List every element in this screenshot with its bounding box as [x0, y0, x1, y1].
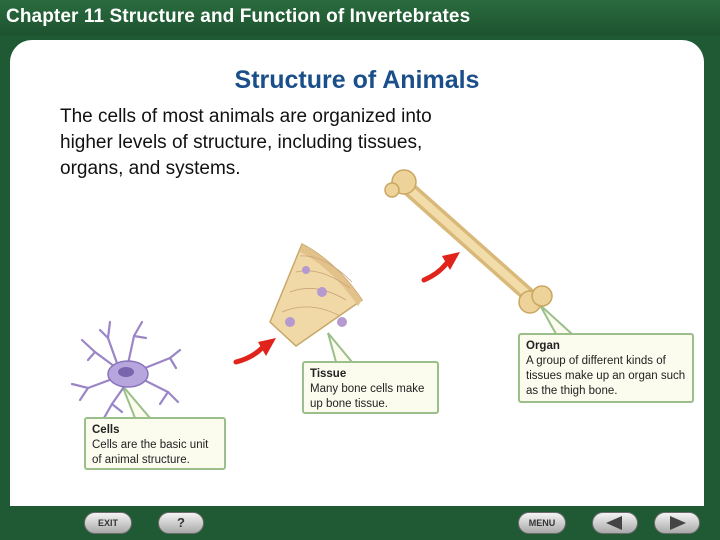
help-button[interactable]: ?	[158, 512, 204, 534]
menu-button-label: MENU	[528, 518, 556, 528]
slide-body-text: The cells of most animals are organized …	[60, 106, 432, 179]
tissue-callout: Tissue Many bone cells make up bone tiss…	[302, 361, 439, 414]
cells-callout: Cells Cells are the basic unit of animal…	[84, 417, 226, 470]
organ-callout: Organ A group of different kinds of tiss…	[518, 333, 694, 403]
cells-callout-title: Cells	[92, 424, 120, 436]
tissue-callout-title: Tissue	[310, 368, 347, 380]
chapter-title: Chapter 11 Structure and Function of Inv…	[6, 6, 471, 27]
right-arrow-icon	[670, 516, 686, 530]
organ-callout-text: A group of different kinds of tissues ma…	[526, 355, 686, 397]
cells-callout-text: Cells are the basic unit of animal struc…	[92, 439, 209, 466]
help-button-label: ?	[177, 515, 185, 530]
organ-callout-title: Organ	[526, 340, 560, 352]
slide-heading: Structure of Animals	[234, 66, 480, 94]
exit-button-label: EXIT	[97, 518, 118, 528]
left-arrow-icon	[606, 516, 622, 530]
next-button[interactable]	[654, 512, 700, 534]
tissue-callout-text: Many bone cells make up bone tissue.	[310, 383, 425, 410]
previous-button[interactable]	[592, 512, 638, 534]
header-bar: Chapter 11 Structure and Function of Inv…	[0, 0, 720, 36]
exit-button[interactable]: EXIT	[84, 512, 132, 534]
menu-button[interactable]: MENU	[518, 512, 566, 534]
